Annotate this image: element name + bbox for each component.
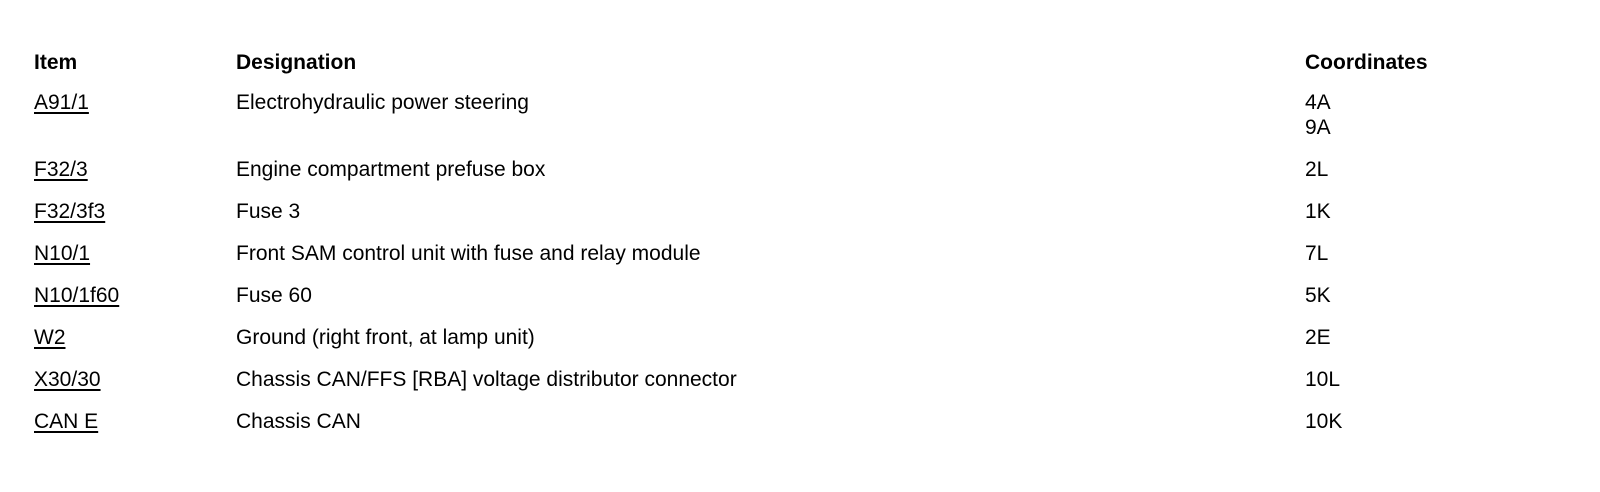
coordinates-cell: 4A 9A (1305, 90, 1574, 140)
coordinate-value: 10L (1305, 368, 1341, 391)
coordinate-value: 2E (1305, 326, 1331, 349)
coordinates-cell: 2L (1305, 157, 1574, 182)
designation-cell: Electrohydraulic power steering (236, 91, 529, 114)
coordinates-cell: 7L (1305, 241, 1574, 266)
table-row: N10/1 Front SAM control unit with fuse a… (34, 241, 1574, 266)
coordinate-value: 4A (1305, 91, 1331, 114)
table-row: F32/3f3 Fuse 3 1K (34, 199, 1574, 224)
coordinates-cell: 1K (1305, 199, 1574, 224)
coordinate-value: 7L (1305, 242, 1329, 265)
table-row: N10/1f60 Fuse 60 5K (34, 283, 1574, 308)
table-row: X30/30 Chassis CAN/FFS [RBA] voltage dis… (34, 367, 1574, 392)
designation-cell: Ground (right front, at lamp unit) (236, 326, 535, 349)
table-row: F32/3 Engine compartment prefuse box 2L (34, 157, 1574, 182)
coordinate-value: 10K (1305, 410, 1343, 433)
item-link-f32-3f3[interactable]: F32/3f3 (34, 200, 106, 223)
designation-cell: Front SAM control unit with fuse and rel… (236, 242, 701, 265)
item-link-a91-1[interactable]: A91/1 (34, 91, 89, 114)
designation-cell: Fuse 3 (236, 200, 301, 223)
table-row: W2 Ground (right front, at lamp unit) 2E (34, 325, 1574, 350)
coordinate-value: 9A (1305, 116, 1331, 139)
table-row: A91/1 Electrohydraulic power steering 4A… (34, 90, 1574, 140)
table-row: CAN E Chassis CAN 10K (34, 409, 1574, 434)
table-header-row: Item Designation Coordinates (34, 50, 1574, 90)
item-link-can-e[interactable]: CAN E (34, 410, 99, 433)
coordinates-cell: 10L (1305, 367, 1574, 392)
item-link-x30-30[interactable]: X30/30 (34, 368, 101, 391)
item-link-n10-1f60[interactable]: N10/1f60 (34, 284, 120, 307)
coordinate-value: 2L (1305, 158, 1329, 181)
designation-cell: Chassis CAN (236, 410, 361, 433)
coordinates-cell: 2E (1305, 325, 1574, 350)
header-coordinates: Coordinates (1305, 51, 1428, 74)
coordinates-cell: 10K (1305, 409, 1574, 434)
component-legend-table: Item Designation Coordinates A91/1 Elect… (34, 50, 1574, 451)
item-link-w2[interactable]: W2 (34, 326, 66, 349)
item-link-n10-1[interactable]: N10/1 (34, 242, 91, 265)
coordinate-value: 1K (1305, 200, 1331, 223)
designation-cell: Engine compartment prefuse box (236, 158, 546, 181)
coordinates-cell: 5K (1305, 283, 1574, 308)
designation-cell: Fuse 60 (236, 284, 312, 307)
coordinate-value: 5K (1305, 284, 1331, 307)
header-item: Item (34, 51, 78, 74)
header-designation: Designation (236, 51, 357, 74)
designation-cell: Chassis CAN/FFS [RBA] voltage distributo… (236, 368, 737, 391)
item-link-f32-3[interactable]: F32/3 (34, 158, 88, 181)
